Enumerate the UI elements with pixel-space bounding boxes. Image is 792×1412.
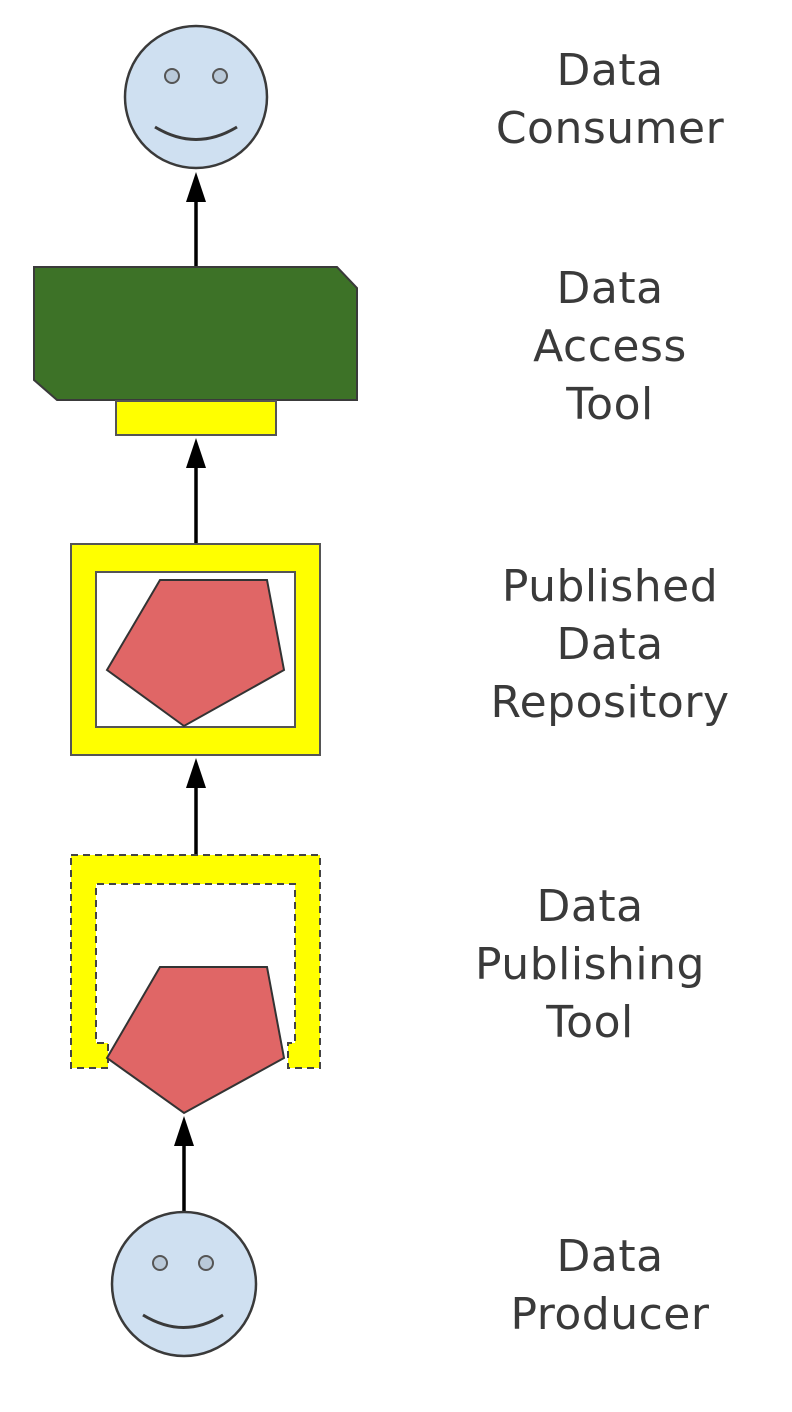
label-line: Consumer: [495, 103, 725, 154]
data-producer-icon: [110, 1210, 258, 1358]
label-data-producer: Data Producer: [450, 1228, 770, 1344]
label-line: Producer: [510, 1289, 710, 1340]
label-line: Tool: [566, 379, 654, 430]
data-access-tool-icon: [33, 266, 358, 436]
arrow-publishing-to-repository: [186, 758, 206, 855]
label-line: Access: [533, 321, 687, 372]
data-consumer-icon: [123, 24, 269, 170]
label-line: Publishing: [475, 939, 705, 990]
arrow-access-to-consumer: [186, 172, 206, 268]
label-line: Data: [556, 619, 664, 670]
label-published-data-repository: Published Data Repository: [450, 558, 770, 732]
published-data-repository-icon: [70, 543, 321, 756]
label-data-consumer: Data Consumer: [450, 42, 770, 158]
arrow-producer-to-publishing: [174, 1116, 194, 1212]
label-data-access-tool: Data Access Tool: [450, 260, 770, 434]
label-line: Tool: [546, 997, 634, 1048]
label-line: Published: [501, 561, 719, 612]
label-line: Data: [556, 1231, 664, 1282]
label-line: Data: [556, 263, 664, 314]
label-line: Data: [556, 45, 664, 96]
label-data-publishing-tool: Data Publishing Tool: [430, 878, 750, 1052]
label-line: Data: [536, 881, 644, 932]
label-line: Repository: [490, 677, 730, 728]
arrow-repository-to-access: [186, 438, 206, 544]
data-publishing-tool-icon: [70, 854, 321, 1115]
